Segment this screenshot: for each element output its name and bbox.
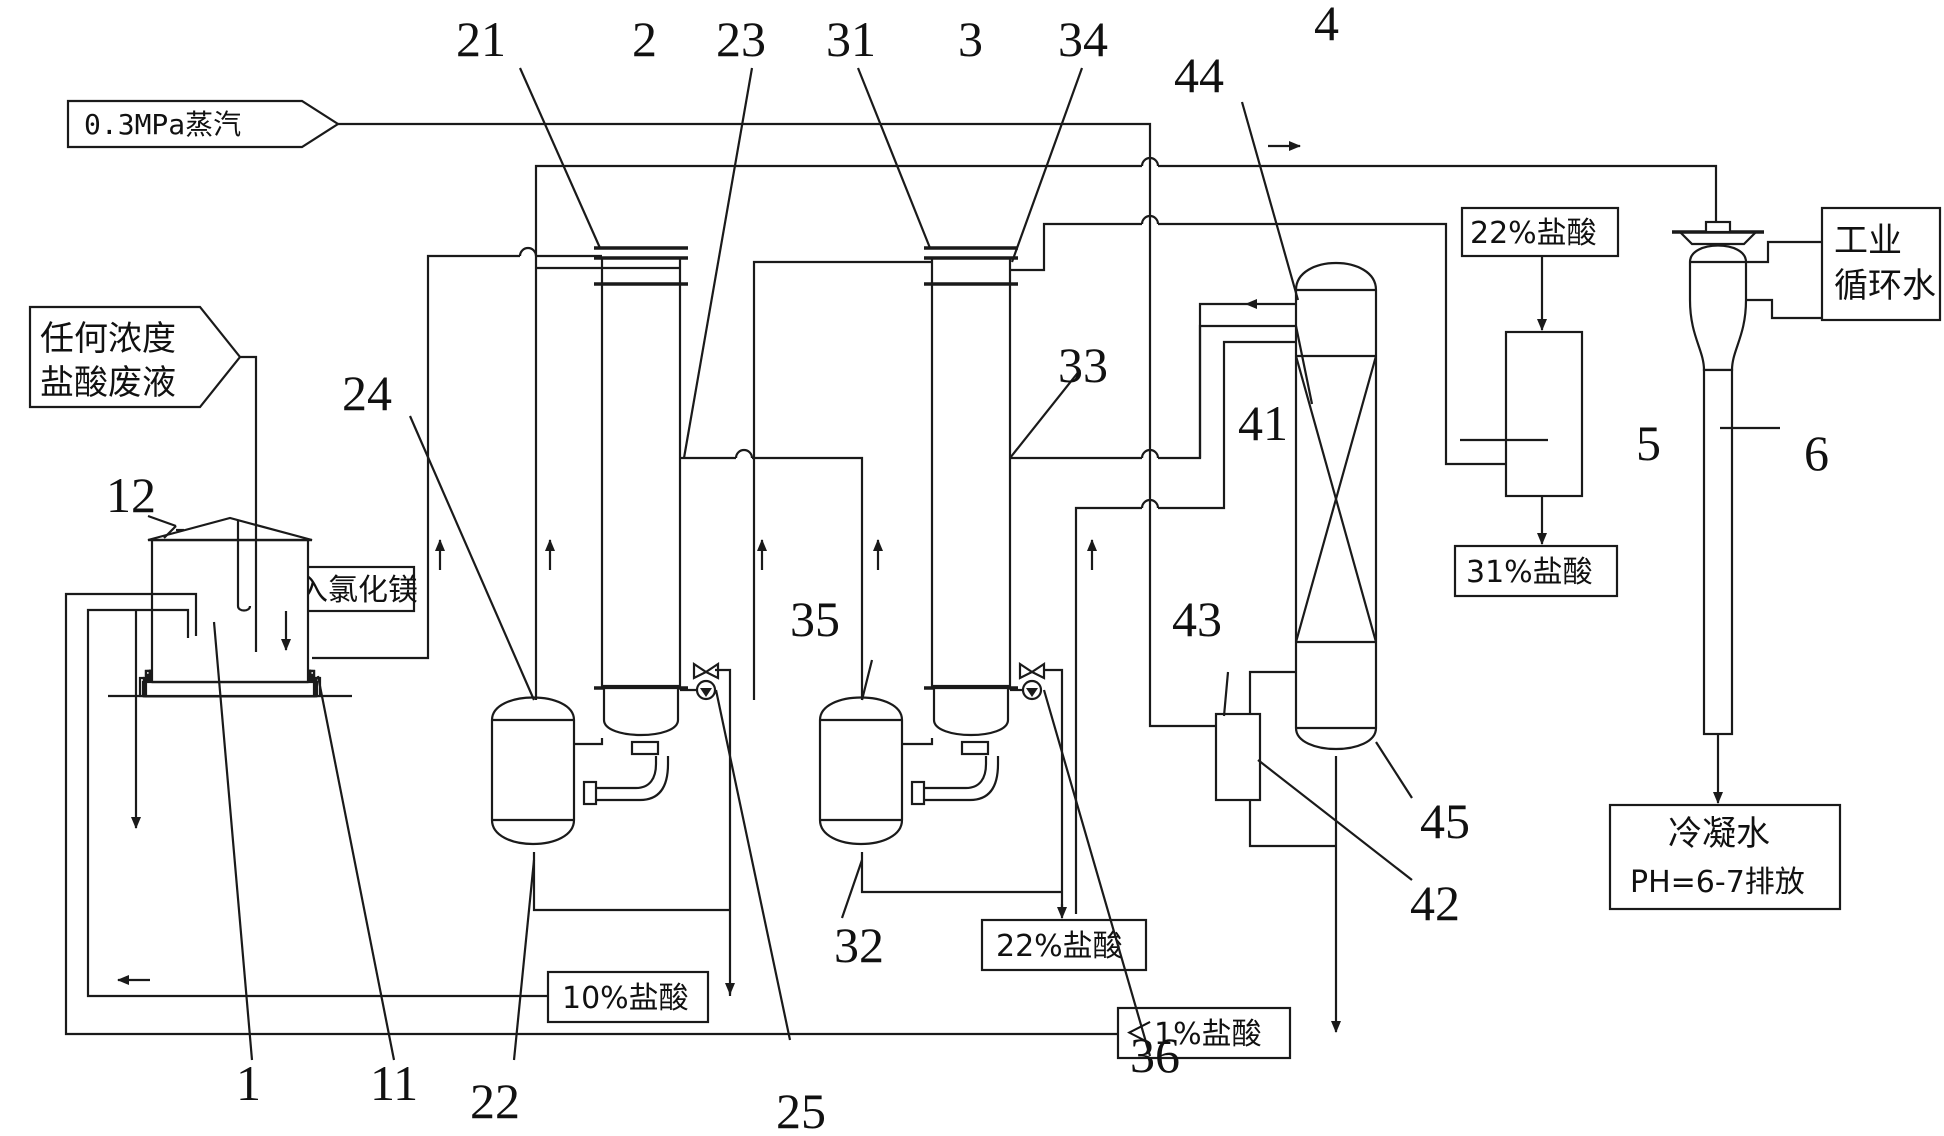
label-32: 32: [834, 917, 884, 973]
condensate-output-tag: 冷凝水 PH=6-7排放: [1608, 803, 1842, 911]
waste-acid-label-line2: 盐酸废液: [40, 363, 176, 403]
valve-36: [1010, 661, 1064, 914]
label-35: 35: [790, 591, 840, 647]
label-34: 34: [1058, 11, 1108, 67]
waste-acid-input-tag: 任何浓度 盐酸废液: [28, 305, 242, 409]
acid-lt1-output-tag: ＜1%盐酸: [1116, 1006, 1292, 1060]
label-5: 5: [1636, 415, 1661, 471]
condenser-6: [1672, 220, 1822, 736]
label-23: 23: [716, 11, 766, 67]
valve-25: [680, 661, 732, 996]
label-44: 44: [1174, 47, 1224, 103]
separator-vessel-35: [818, 696, 1000, 845]
label-31: 31: [826, 11, 876, 67]
cooling-water-input-tag: 工业 循环水: [1820, 206, 1942, 322]
label-25: 25: [776, 1083, 826, 1136]
label-3: 3: [958, 11, 983, 67]
steam-input-label: 0.3MPa蒸汽: [84, 108, 241, 141]
label-33: 33: [1058, 337, 1108, 393]
evaporator-column-2: [594, 246, 688, 756]
label-12: 12: [106, 467, 156, 523]
piping: [64, 122, 1723, 1036]
cooling-water-label-line2: 循环水: [1834, 266, 1936, 306]
acid-31-output-label: 31%盐酸: [1466, 555, 1593, 590]
label-36: 36: [1130, 1027, 1180, 1083]
label-1: 1: [236, 1055, 261, 1111]
waste-acid-label-line1: 任何浓度: [40, 319, 176, 359]
label-6: 6: [1804, 425, 1829, 481]
heater-42: [1214, 670, 1336, 848]
condensate-label-line1: 冷凝水: [1668, 814, 1770, 854]
acid-22-input-tag: 22%盐酸: [1460, 206, 1620, 258]
label-2: 2: [632, 11, 657, 67]
storage-tank-1: [108, 516, 352, 698]
condensate-label-line2: PH=6-7排放: [1630, 865, 1805, 900]
acid-22-input-label: 22%盐酸: [1470, 216, 1597, 251]
acid-concentrator-5: [1504, 330, 1584, 498]
cooling-water-label-line1: 工业: [1834, 221, 1902, 261]
acid-10-output-label: 10%盐酸: [562, 981, 689, 1016]
tank-1-vent-12: [163, 525, 177, 539]
label-4: 4: [1314, 0, 1339, 51]
label-11: 11: [370, 1055, 418, 1111]
label-22: 22: [470, 1073, 520, 1129]
label-42: 42: [1410, 875, 1460, 931]
acid-22-output-tag: 22%盐酸: [980, 918, 1148, 972]
leader-lines: [147, 67, 1780, 1061]
absorption-tower-4: [1294, 262, 1378, 751]
label-24: 24: [342, 365, 392, 421]
acid-22-output-label: 22%盐酸: [996, 929, 1123, 964]
label-45: 45: [1420, 793, 1470, 849]
evaporator-column-3: [924, 246, 1018, 756]
steam-input-tag: 0.3MPa蒸汽: [66, 99, 341, 149]
label-21: 21: [456, 11, 506, 67]
acid-10-output-tag: 10%盐酸: [546, 970, 710, 1024]
acid-31-output-tag: 31%盐酸: [1453, 544, 1619, 598]
label-41: 41: [1238, 395, 1288, 451]
separator-vessel-24: [490, 696, 670, 845]
reference-numbers: 21 2 23 31 3 34 4 44 33 41 5 6 24 12 35 …: [106, 0, 1829, 1136]
label-43: 43: [1172, 591, 1222, 647]
vapor-line-to-condenser: [534, 164, 1718, 700]
